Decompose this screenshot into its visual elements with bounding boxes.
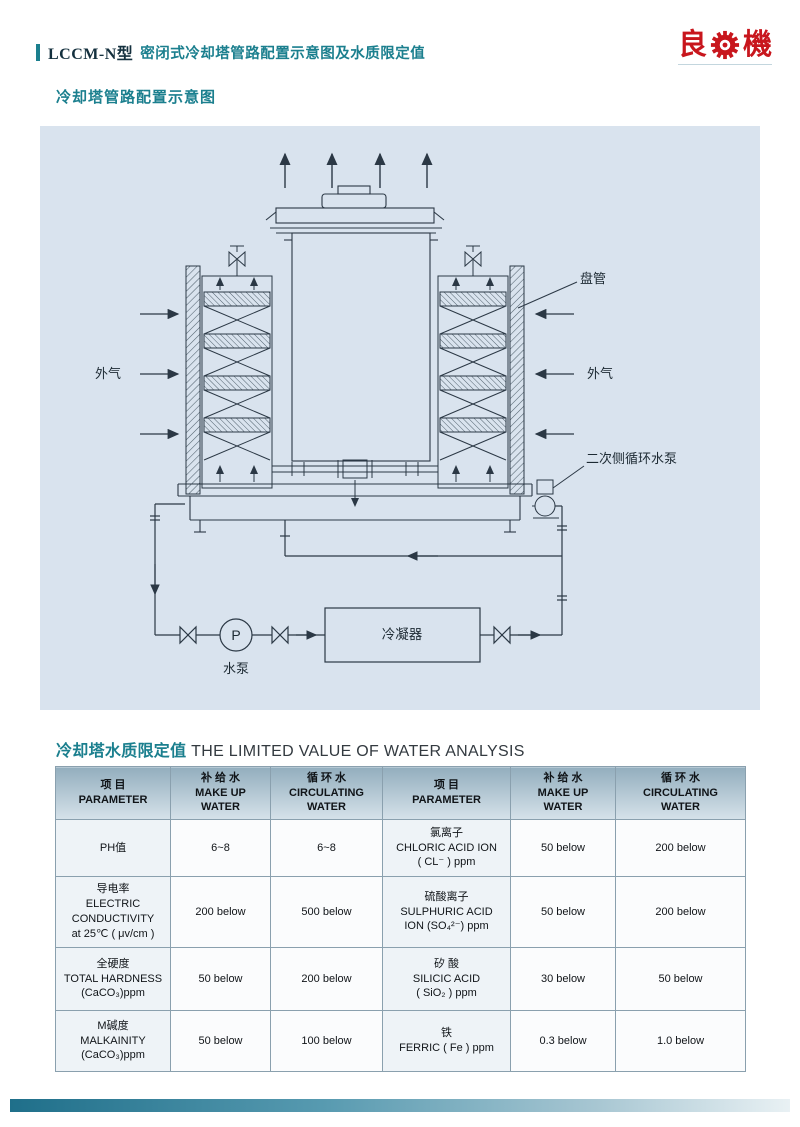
value-cell: 200 below (615, 876, 746, 948)
water-analysis-section-title: 冷却塔水质限定值 THE LIMITED VALUE OF WATER ANAL… (56, 737, 525, 761)
secondary-pump-label: 二次侧循环水泵 (586, 451, 677, 466)
cooling-tower-schematic: 盘管 外气 外气 二次侧循环水泵 (95, 152, 677, 676)
page-header: LCCM-N型 密闭式冷却塔管路配置示意图及水质限定值 (36, 40, 425, 64)
value-cell: 200 below (270, 947, 383, 1011)
water-analysis-title-cn: 冷却塔水质限定值 (56, 743, 187, 760)
value-cell: 50 below (170, 1010, 271, 1072)
logo-char-right: 機 (742, 28, 772, 61)
outside-air (140, 308, 574, 440)
tower-outer-walls (185, 265, 525, 495)
value-cell: 500 below (270, 876, 383, 948)
col-header-makeup-left: 补 给 水 MAKE UP WATER (170, 766, 271, 820)
piping (150, 503, 567, 663)
pump-symbol-letter: P (231, 627, 240, 643)
table-row: PH值 6~8 6~8 氯离子 CHLORIC ACID ION ( CL⁻ )… (55, 819, 746, 877)
water-basin (177, 483, 533, 533)
water-pump-label: 水泵 (223, 661, 249, 676)
param-cell: 矽 酸 SILICIC ACID ( SiO₂ ) ppm (382, 947, 511, 1011)
col-header-parameter-right: 项 目 PARAMETER (382, 766, 511, 820)
coil-section-right (437, 275, 509, 489)
param-cell: PH值 (55, 819, 171, 877)
value-cell: 50 below (510, 876, 616, 948)
value-cell: 30 below (510, 947, 616, 1011)
outside-air-label-right: 外气 (587, 366, 613, 381)
water-analysis-table-wrap: 项 目 PARAMETER 补 给 水 MAKE UP WATER 循 环 水 … (55, 766, 746, 1072)
water-analysis-table: 项 目 PARAMETER 补 给 水 MAKE UP WATER 循 环 水 … (55, 766, 746, 1072)
col-header-parameter-left: 项 目 PARAMETER (55, 766, 171, 820)
table-row: 全硬度 TOTAL HARDNESS (CaCO₃)ppm 50 below 2… (55, 947, 746, 1011)
param-cell: 导电率 ELECTRIC CONDUCTIVITY at 25℃ ( μv/cm… (55, 876, 171, 948)
brand-logo: 良 機 (677, 28, 772, 65)
outside-air-label-left: 外气 (95, 366, 121, 381)
value-cell: 6~8 (270, 819, 383, 877)
value-cell: 6~8 (170, 819, 271, 877)
value-cell: 1.0 below (615, 1010, 746, 1072)
coil-section-left (201, 275, 273, 489)
param-cell: 全硬度 TOTAL HARDNESS (CaCO₃)ppm (55, 947, 171, 1011)
model-code: LCCM-N型 (48, 46, 134, 63)
value-cell: 200 below (615, 819, 746, 877)
coil-label: 盘管 (580, 271, 606, 286)
value-cell: 100 below (270, 1010, 383, 1072)
air-out-arrows (279, 152, 433, 188)
water-analysis-title-en: THE LIMITED VALUE OF WATER ANALYSIS (186, 743, 525, 760)
secondary-pump (532, 465, 585, 519)
param-cell: 硫酸离子 SULPHURIC ACID ION (SO₄²⁻) ppm (382, 876, 511, 948)
table-header-row: 项 目 PARAMETER 补 给 水 MAKE UP WATER 循 环 水 … (55, 766, 746, 820)
param-cell: M碱度 MALKAINITY (CaCO₃)ppm (55, 1010, 171, 1072)
param-cell: 铁 FERRIC ( Fe ) ppm (382, 1010, 511, 1072)
logo-char-left: 良 (677, 28, 707, 61)
col-header-circulating-left: 循 环 水 CIRCULATING WATER (270, 766, 383, 820)
footer-gradient-bar (10, 1099, 790, 1112)
tower-casing (284, 232, 438, 462)
table-row: M碱度 MALKAINITY (CaCO₃)ppm 50 below 100 b… (55, 1010, 746, 1072)
header-accent-bar (36, 43, 40, 61)
gear-icon (710, 30, 740, 60)
table-row: 导电率 ELECTRIC CONDUCTIVITY at 25℃ ( μv/cm… (55, 876, 746, 948)
value-cell: 0.3 below (510, 1010, 616, 1072)
fan-assembly (265, 185, 445, 234)
cooling-tower-diagram-panel: 盘管 外气 外气 二次侧循环水泵 (40, 126, 760, 710)
value-cell: 50 below (615, 947, 746, 1011)
page-header-title: 密闭式冷却塔管路配置示意图及水质限定值 (140, 45, 426, 62)
condenser-label: 冷凝器 (382, 627, 423, 642)
value-cell: 50 below (510, 819, 616, 877)
value-cell: 200 below (170, 876, 271, 948)
bottom-manifold (272, 459, 438, 507)
coil-callout: 盘管 (517, 271, 606, 309)
col-header-makeup-right: 补 给 水 MAKE UP WATER (510, 766, 616, 820)
param-cell: 氯离子 CHLORIC ACID ION ( CL⁻ ) ppm (382, 819, 511, 877)
diagram-section-title: 冷却塔管路配置示意图 (56, 89, 217, 106)
col-header-circulating-right: 循 环 水 CIRCULATING WATER (615, 766, 746, 820)
value-cell: 50 below (170, 947, 271, 1011)
top-valves (228, 245, 482, 276)
